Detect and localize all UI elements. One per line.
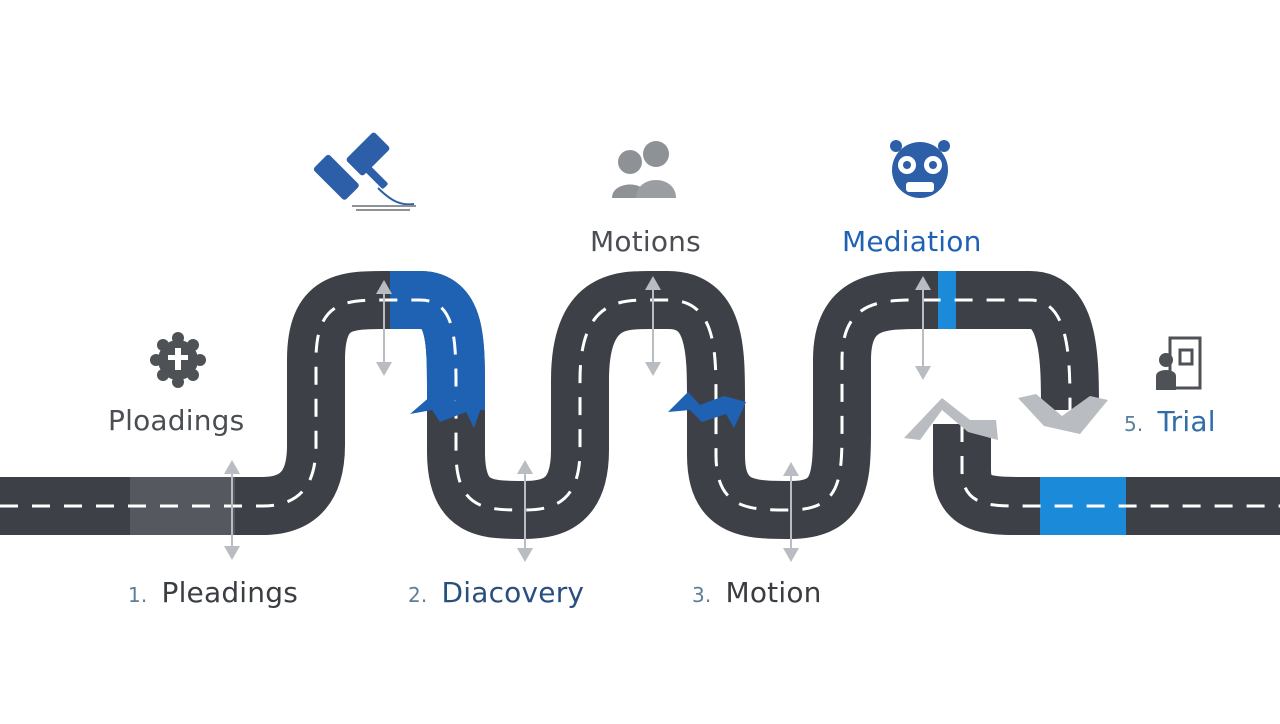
divider-6 <box>915 276 931 380</box>
step-2-number: 2. <box>408 583 428 607</box>
divider-5 <box>783 462 799 562</box>
trial-number: 5. <box>1124 412 1144 436</box>
people-icon <box>612 141 676 198</box>
label-mediation-top: Mediation <box>842 225 982 258</box>
road-gray-patch <box>130 477 235 535</box>
trial-text: Trial <box>1157 405 1216 438</box>
step-2-text: Diacovery <box>441 576 585 609</box>
lane-markings-main <box>0 298 1072 512</box>
divider-2 <box>376 280 392 376</box>
blue-patch-lower <box>1040 477 1126 535</box>
step-1-text: Pleadings <box>161 576 298 609</box>
lane-markings-lower <box>960 424 1280 508</box>
chevron-arrow-1 <box>904 398 998 440</box>
step-1: 1. Pleadings <box>128 576 298 609</box>
divider-4 <box>645 276 661 376</box>
gear-badge-icon <box>150 332 206 388</box>
mediator-face-icon <box>890 140 950 198</box>
blue-zigzag-arrow-2 <box>668 392 746 428</box>
blue-zigzag-arrow-1 <box>410 395 483 428</box>
step-1-number: 1. <box>128 583 148 607</box>
label-motions-top: Motions <box>590 225 701 258</box>
label-trial: 5. Trial <box>1124 405 1216 438</box>
chevron-arrow-2 <box>1018 394 1108 434</box>
divider-3 <box>517 460 533 562</box>
step-3: 3. Motion <box>692 576 822 609</box>
step-3-text: Motion <box>725 576 822 609</box>
divider-1 <box>224 460 240 560</box>
road <box>0 271 1280 562</box>
road-dividers <box>224 276 1108 562</box>
blue-patch-mediation <box>938 271 956 329</box>
step-2: 2. Diacovery <box>408 576 584 609</box>
label-pleadings-top: Ploadings <box>108 404 245 437</box>
gavel-icon <box>313 132 416 211</box>
trial-door-icon <box>1156 336 1202 390</box>
step-3-number: 3. <box>692 583 712 607</box>
